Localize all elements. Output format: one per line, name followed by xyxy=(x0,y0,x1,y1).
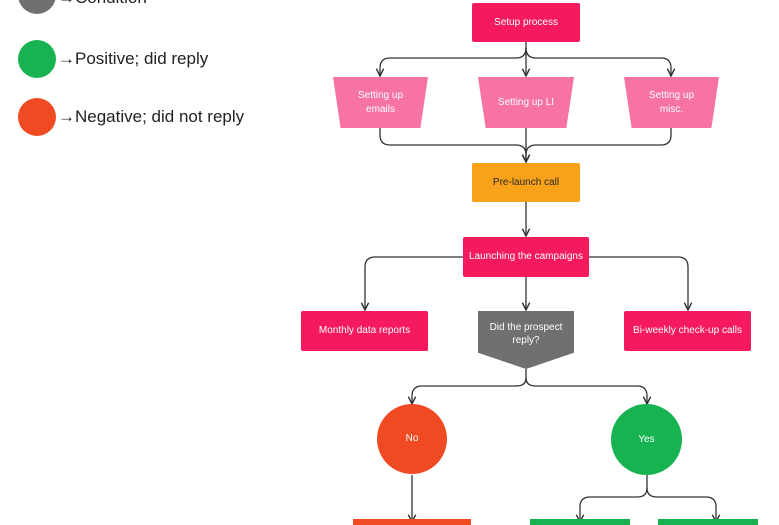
positive-legend-circle xyxy=(18,40,56,78)
condition-legend-label: →Condition xyxy=(58,0,147,8)
launching-campaigns-node[interactable]: Launching the campaigns xyxy=(463,237,589,277)
negative-legend-circle xyxy=(18,98,56,136)
positive-outcome-node-edge-left xyxy=(530,519,630,525)
bi-weekly-check-up-calls-node[interactable]: Bi-weekly check-up calls xyxy=(624,311,751,351)
no-node[interactable]: No xyxy=(377,404,447,474)
monthly-data-reports-node[interactable]: Monthly data reports xyxy=(301,311,428,351)
condition-legend-circle xyxy=(18,0,56,14)
setup-process-node[interactable]: Setup process xyxy=(472,3,580,42)
negative-legend-label: →Negative; did not reply xyxy=(58,107,245,126)
positive-outcome-node-edge-right xyxy=(658,519,758,525)
yes-node[interactable]: Yes xyxy=(611,404,682,475)
negative-outcome-node-edge xyxy=(353,519,471,525)
setting-up-misc-node[interactable]: Setting up misc. xyxy=(624,77,719,128)
setting-up-li-node[interactable]: Setting up LI xyxy=(478,77,574,128)
pre-launch-call-node[interactable]: Pre-launch call xyxy=(472,163,580,202)
setting-up-emails-node[interactable]: Setting up emails xyxy=(333,77,428,128)
positive-legend-label: →Positive; did reply xyxy=(58,49,209,68)
